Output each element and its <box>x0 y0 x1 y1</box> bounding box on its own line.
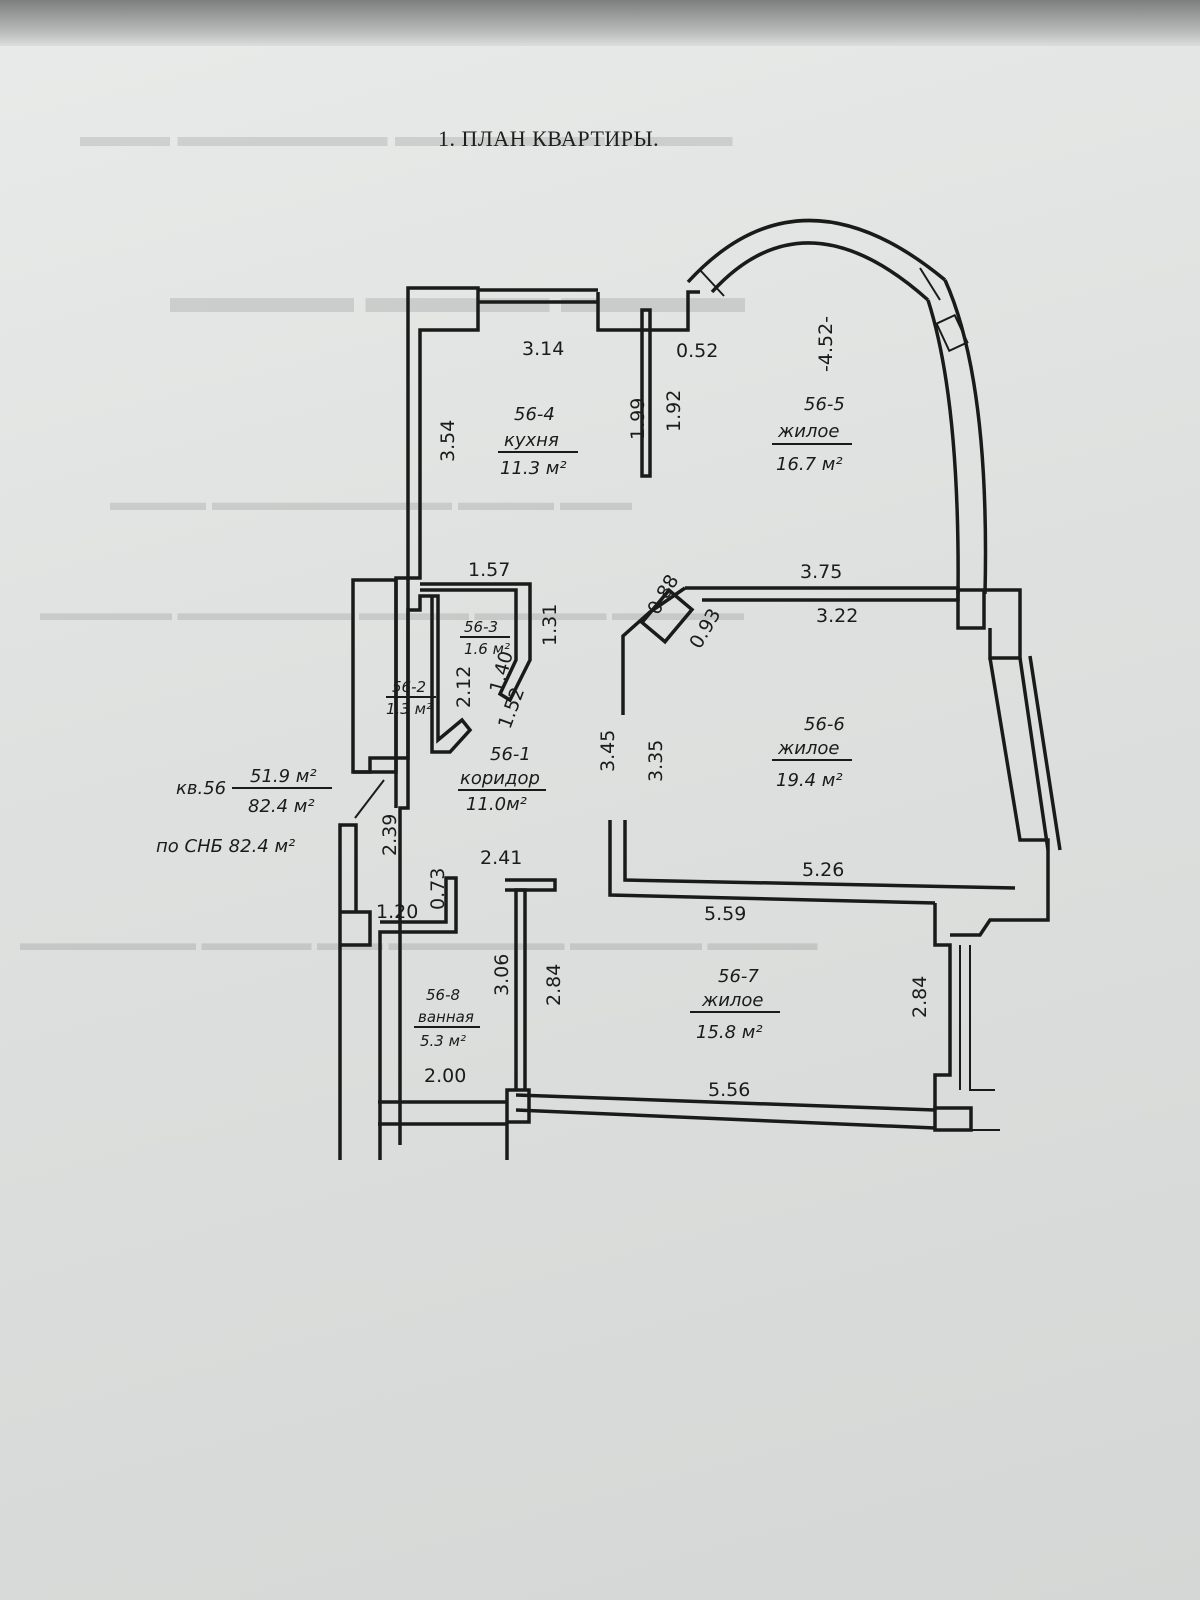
east-wall-upper <box>984 588 1022 660</box>
snb-area: по СНБ 82.4 м² <box>156 836 295 857</box>
room-56-3-area: 1.6 м² <box>464 640 510 658</box>
dim-3-75: 3.75 <box>800 561 842 583</box>
closet-56-2 <box>353 594 473 774</box>
bay-window-inner <box>710 241 930 302</box>
wall-bath-north <box>378 876 458 1160</box>
wall-56-6-south-outer <box>608 820 936 905</box>
dim-3-35: 3.35 <box>645 740 667 782</box>
wall-bath-east <box>514 888 527 1090</box>
column <box>935 313 969 353</box>
table-background <box>0 0 1200 46</box>
room-56-1-area: 11.0м² <box>466 794 527 815</box>
room-56-3-id: 56-3 <box>464 618 498 636</box>
bleed-through-text: ▬▬▬▬ ▬▬▬▬▬▬▬▬▬▬ ▬▬▬▬ ▬▬▬ <box>110 490 632 516</box>
dim-2-84-bath: 2.84 <box>543 964 565 1006</box>
room-56-4-area: 11.3 м² <box>500 458 567 479</box>
dim-4-52: -4.52- <box>815 316 837 372</box>
closet-56-3 <box>420 582 532 703</box>
dim-3-54: 3.54 <box>437 420 459 462</box>
wall-bath-cap <box>505 878 557 892</box>
bleed-through-text: ▬▬▬ ▬▬▬▬▬▬▬ ▬▬▬▬▬▬▬ ▬▬▬▬ <box>80 120 733 153</box>
room-56-7-id: 56-7 <box>718 966 759 987</box>
entry-door <box>354 779 385 819</box>
room-56-2-area: 1.3 м² <box>386 700 432 718</box>
dim-3-06: 3.06 <box>491 954 513 996</box>
room-56-2-id: 56-2 <box>392 678 426 696</box>
wall-kitchen-north <box>394 286 480 1145</box>
wall-bath-south <box>378 1100 509 1160</box>
room-56-8-id: 56-8 <box>426 986 460 1004</box>
bleed-through-text: ▬▬▬▬▬▬ ▬▬▬▬▬▬▬▬ ▬▬▬▬▬ ▬▬▬▬▬▬ ▬▬▬▬▬▬ <box>40 600 744 625</box>
dim-1-31: 1.31 <box>539 604 561 646</box>
room-56-5-id: 56-5 <box>804 394 845 415</box>
total-area: 82.4 м² <box>248 796 315 817</box>
room-56-6-name: жилое <box>777 738 840 759</box>
west-outer <box>351 578 398 774</box>
east-wall-mid <box>950 657 1050 937</box>
dim-3-14: 3.14 <box>522 338 564 360</box>
page-title: 1. ПЛАН КВАРТИРЫ. <box>438 126 660 151</box>
dim-3-45: 3.45 <box>597 730 619 772</box>
dim-1-99: 1.99 <box>627 398 649 440</box>
window-kitchen <box>478 288 598 304</box>
pier-east-1 <box>956 588 986 630</box>
wall-56-6-south <box>623 820 1016 890</box>
pier-south <box>505 1088 531 1124</box>
pier-south-east <box>933 1106 973 1132</box>
room-56-8-name: ванная <box>418 1008 474 1026</box>
dim-5-56: 5.56 <box>708 1079 750 1101</box>
bay-wall-inner <box>926 299 960 595</box>
room-56-5-area: 16.7 м² <box>776 454 843 475</box>
dim-2-41: 2.41 <box>480 847 522 869</box>
room-56-1-name: коридор <box>460 768 540 789</box>
wall-56-6-west <box>621 586 686 715</box>
dim-5-26: 5.26 <box>802 859 844 881</box>
window-56-7 <box>959 945 995 1091</box>
room-56-8-area: 5.3 м² <box>420 1032 466 1050</box>
dim-2-39: 2.39 <box>379 814 401 856</box>
partition-kitchen-bedroom <box>640 308 652 478</box>
room-56-7-name: жилое <box>701 990 764 1011</box>
room-56-7-area: 15.8 м² <box>696 1022 763 1043</box>
dim-2-84-room: 2.84 <box>909 976 931 1018</box>
room-56-6-id: 56-6 <box>804 714 845 735</box>
room-56-1-id: 56-1 <box>490 744 531 765</box>
dim-1-57: 1.57 <box>468 559 510 581</box>
dim-1-92: 1.92 <box>663 390 685 432</box>
dim-5-59: 5.59 <box>704 903 746 925</box>
dim-2-12: 2.12 <box>453 666 475 708</box>
room-56-4-name: кухня <box>504 430 559 451</box>
living-area: 51.9 м² <box>250 766 317 787</box>
dim-3-22: 3.22 <box>816 605 858 627</box>
dim-1-20: 1.20 <box>376 901 418 923</box>
wall-west-lower <box>338 823 372 1160</box>
wall-56-7-east <box>933 903 952 1110</box>
bay-window-outer <box>686 218 947 284</box>
dim-2-00: 2.00 <box>424 1065 466 1087</box>
apartment-number: кв.56 <box>176 778 226 799</box>
dim-0-52: 0.52 <box>676 340 718 362</box>
wall-kitchen-east-block <box>596 290 700 332</box>
bleed-through-text: ▬▬▬▬▬▬▬▬ ▬▬▬▬▬ ▬▬▬ ▬▬▬▬▬▬▬▬ ▬▬▬▬▬▬ ▬▬▬▬▬ <box>20 930 818 955</box>
dim-0-73: 0.73 <box>427 868 449 910</box>
door-jamb <box>639 587 695 645</box>
wall-56-5-56-6 <box>685 586 960 602</box>
east-window <box>1018 655 1062 851</box>
bay-wall-outer <box>943 279 988 595</box>
bay-window-glass <box>699 267 941 301</box>
room-56-6-area: 19.4 м² <box>776 770 843 791</box>
room-56-5-name: жилое <box>777 421 840 442</box>
wall-south <box>515 1093 936 1130</box>
room-56-4-id: 56-4 <box>514 404 555 425</box>
